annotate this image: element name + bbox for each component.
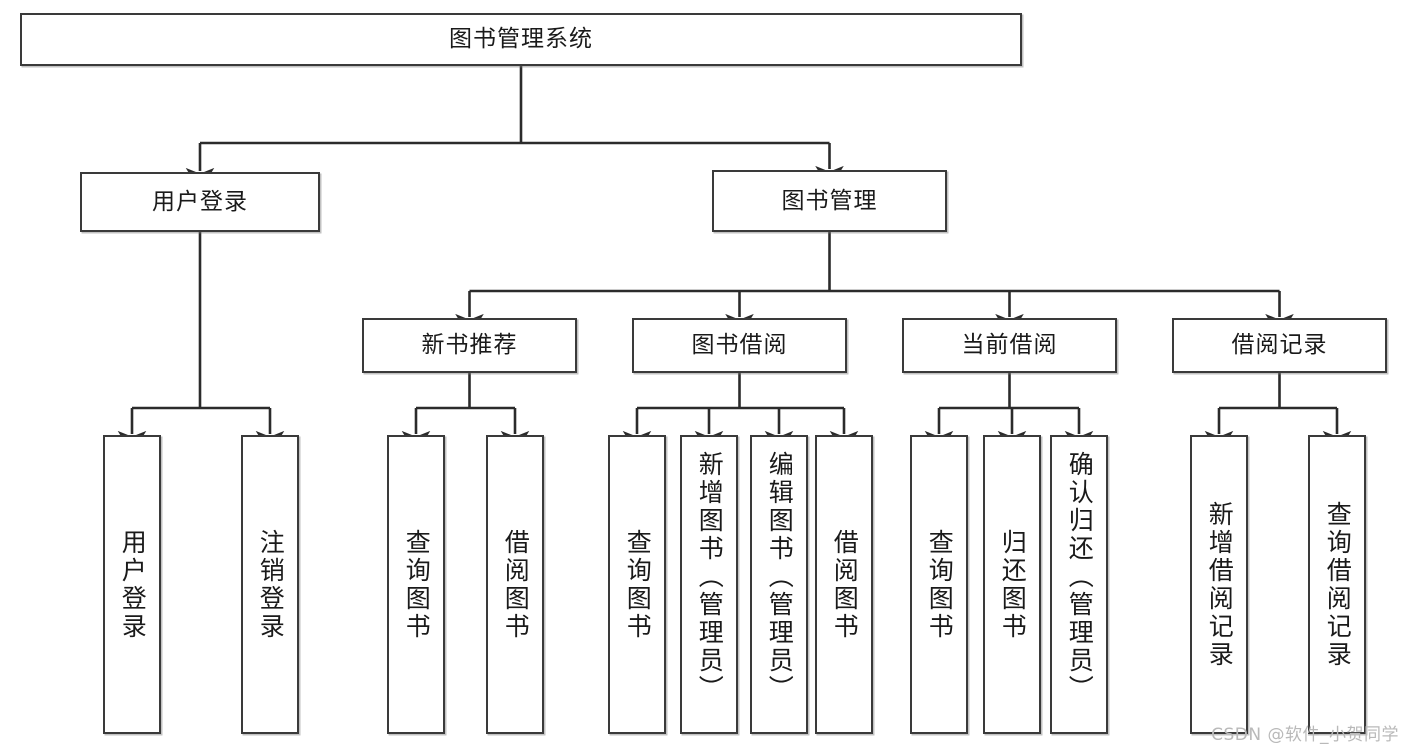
node-label: 图书借阅 — [691, 332, 788, 359]
node-borrow[interactable]: 图书借阅 — [632, 318, 847, 373]
node-label: 编辑图书（管理员） — [765, 451, 795, 703]
node-l3[interactable]: 查询图书 — [387, 435, 445, 734]
node-l1[interactable]: 用户登录 — [103, 435, 161, 734]
node-l6[interactable]: 新增图书（管理员） — [680, 435, 738, 734]
node-label: 新增借阅记录 — [1205, 500, 1235, 669]
node-label: 注销登录 — [256, 528, 286, 641]
node-l11[interactable]: 确认归还（管理员） — [1050, 435, 1108, 734]
node-label: 借阅图书 — [830, 528, 860, 641]
node-label: 新增图书（管理员） — [695, 451, 725, 703]
node-l2[interactable]: 注销登录 — [241, 435, 299, 734]
node-label: 图书管理系统 — [449, 26, 593, 53]
node-label: 查询图书 — [402, 528, 432, 641]
node-l5[interactable]: 查询图书 — [608, 435, 666, 734]
node-label: 借阅记录 — [1231, 332, 1328, 359]
node-current[interactable]: 当前借阅 — [902, 318, 1117, 373]
node-newbook[interactable]: 新书推荐 — [362, 318, 577, 373]
node-label: 查询图书 — [925, 528, 955, 641]
node-root[interactable]: 图书管理系统 — [20, 13, 1022, 66]
node-records[interactable]: 借阅记录 — [1172, 318, 1387, 373]
node-label: 归还图书 — [998, 528, 1028, 641]
node-label: 查询图书 — [623, 528, 653, 641]
node-l10[interactable]: 归还图书 — [983, 435, 1041, 734]
node-l9[interactable]: 查询图书 — [910, 435, 968, 734]
node-l13[interactable]: 查询借阅记录 — [1308, 435, 1366, 734]
node-l12[interactable]: 新增借阅记录 — [1190, 435, 1248, 734]
node-label: 借阅图书 — [501, 528, 531, 641]
node-l8[interactable]: 借阅图书 — [815, 435, 873, 734]
node-label: 当前借阅 — [961, 332, 1058, 359]
node-label: 新书推荐 — [421, 332, 518, 359]
node-login[interactable]: 用户登录 — [80, 172, 320, 232]
node-label: 图书管理 — [781, 187, 878, 214]
node-label: 查询借阅记录 — [1323, 500, 1353, 669]
node-l4[interactable]: 借阅图书 — [486, 435, 544, 734]
node-bookmgmt[interactable]: 图书管理 — [712, 170, 947, 232]
node-label: 用户登录 — [152, 188, 248, 215]
node-label: 确认归还（管理员） — [1065, 451, 1095, 703]
node-label: 用户登录 — [118, 528, 148, 641]
watermark-label: CSDN @软件_小贺同学 — [1211, 725, 1399, 745]
node-l7[interactable]: 编辑图书（管理员） — [750, 435, 808, 734]
